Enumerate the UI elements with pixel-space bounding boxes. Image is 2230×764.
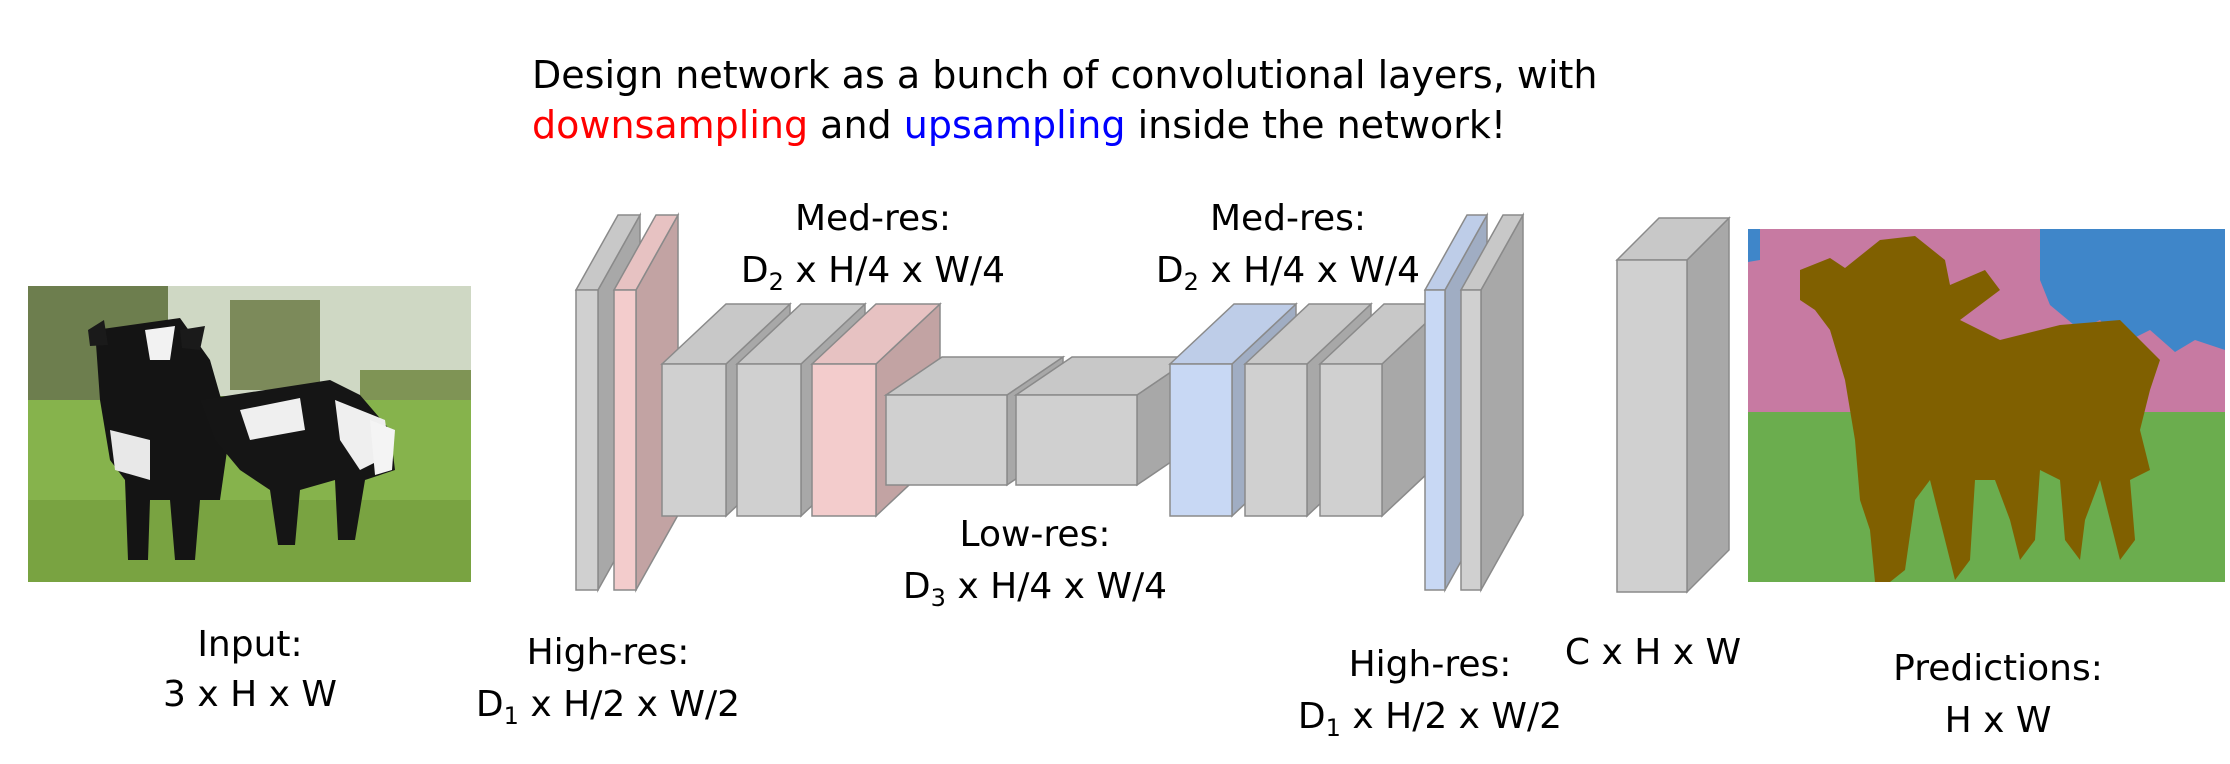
label-input: Input: 3 x H x W [163, 624, 337, 715]
low-res-title: Low-res: [960, 514, 1111, 555]
input-image [28, 286, 471, 582]
med-res-right-dims: D2 x H/4 x W/4 [1156, 250, 1420, 296]
label-high-res-left: High-res: D1 x H/2 x W/2 [476, 632, 740, 730]
med-res-left-title: Med-res: [795, 198, 951, 239]
label-med-res-left: Med-res: D2 x H/4 x W/4 [741, 198, 1005, 296]
label-med-res-right: Med-res: D2 x H/4 x W/4 [1156, 198, 1420, 296]
med-res-left-dims: D2 x H/4 x W/4 [741, 250, 1005, 296]
class-scores-block [1615, 216, 1731, 594]
input-title: Input: [197, 624, 302, 665]
input-dims: 3 x H x W [163, 674, 337, 715]
high-res-right-title: High-res: [1349, 644, 1512, 685]
label-low-res: Low-res: D3 x H/4 x W/4 [903, 514, 1167, 612]
high-res-left-dims: D1 x H/2 x W/2 [476, 684, 740, 730]
seg-sky-region [2040, 229, 2225, 352]
bottleneck-block-2 [1013, 355, 1196, 487]
network-blocks [574, 212, 1731, 594]
low-res-dims: D3 x H/4 x W/4 [903, 566, 1167, 612]
header-line-1: Design network as a bunch of convolution… [532, 53, 1597, 97]
high-res-right-dims: D1 x H/2 x W/2 [1298, 696, 1562, 742]
med-res-right-title: Med-res: [1210, 198, 1366, 239]
and-word: and [808, 103, 904, 147]
label-high-res-right: High-res: D1 x H/2 x W/2 [1298, 644, 1562, 742]
label-predictions: Predictions: H x W [1893, 648, 2103, 741]
header-line-2: downsampling and upsampling inside the n… [532, 103, 1506, 147]
seg-cows-region [1800, 236, 2160, 582]
upsampling-word: upsampling [904, 103, 1126, 147]
predictions-title: Predictions: [1893, 648, 2103, 689]
decoder-block-1a [1459, 212, 1525, 593]
class-scores-dims: C x H x W [1565, 632, 1741, 673]
header-rest: inside the network! [1125, 103, 1506, 147]
predictions-image [1748, 229, 2225, 582]
predictions-dims: H x W [1945, 700, 2052, 741]
downsampling-word: downsampling [532, 103, 808, 147]
high-res-left-title: High-res: [527, 632, 690, 673]
